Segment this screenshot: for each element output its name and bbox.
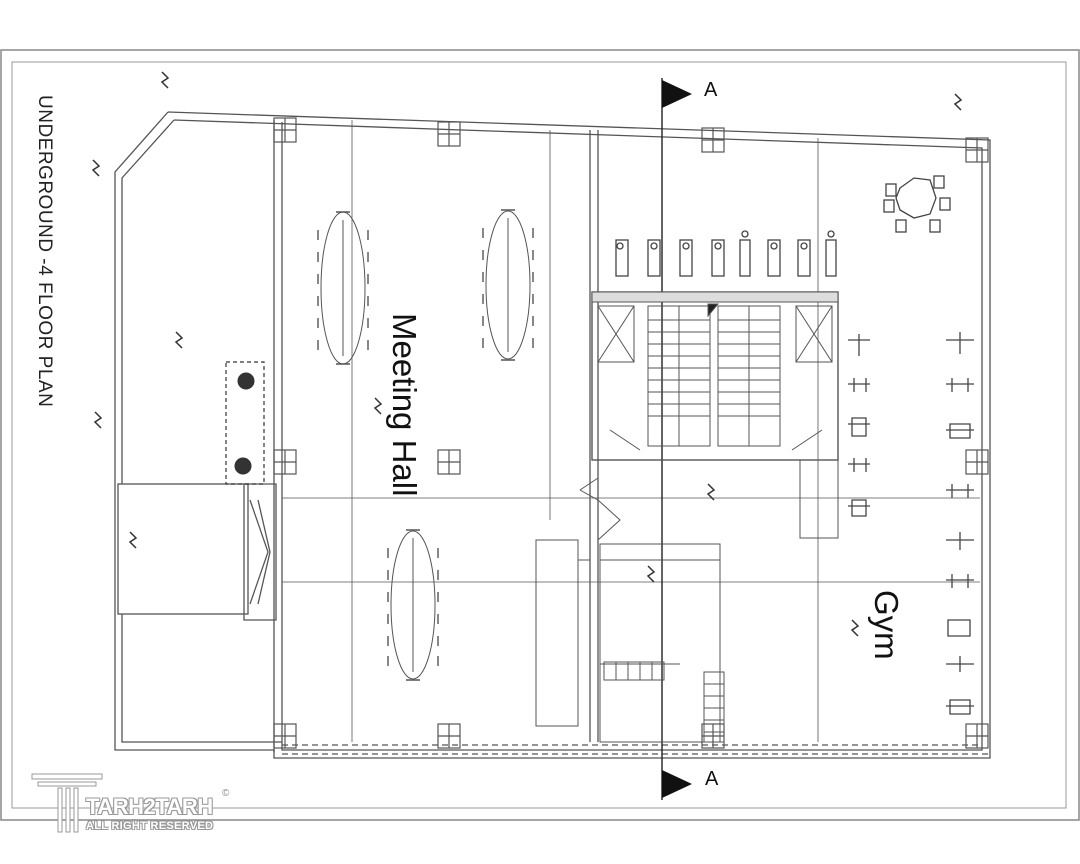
watermark-rights: ALL RIGHT RESERVED xyxy=(86,820,214,832)
section-arrow-top xyxy=(662,80,692,108)
outer-frame xyxy=(0,49,1080,821)
copyright-symbol: © xyxy=(222,788,230,799)
logo-mark-icon xyxy=(31,773,103,833)
gym-label: Gym xyxy=(868,590,905,660)
structural-columns xyxy=(273,117,989,749)
section-marker-top: A xyxy=(704,79,718,101)
conference-tables xyxy=(317,209,534,681)
drawing-title-text: UNDERGROUND -4 FLOOR PLAN xyxy=(34,95,55,408)
section-arrow-bottom xyxy=(662,770,692,798)
entry-ramp xyxy=(243,483,277,621)
meeting-hall-label: Meeting Hall xyxy=(386,313,423,497)
section-marker-bottom: A xyxy=(705,768,719,790)
watermark-logo: TARH2TARH © ALL RIGHT RESERVED xyxy=(28,770,238,840)
ramp-opening xyxy=(117,483,249,615)
gym-equipment xyxy=(615,175,974,715)
inner-frame xyxy=(11,61,1067,809)
level-markers xyxy=(91,71,963,637)
building-outline xyxy=(114,111,991,759)
stair-core xyxy=(535,291,839,743)
mechanical-units xyxy=(225,361,265,485)
watermark-brand: TARH2TARH xyxy=(86,794,213,819)
